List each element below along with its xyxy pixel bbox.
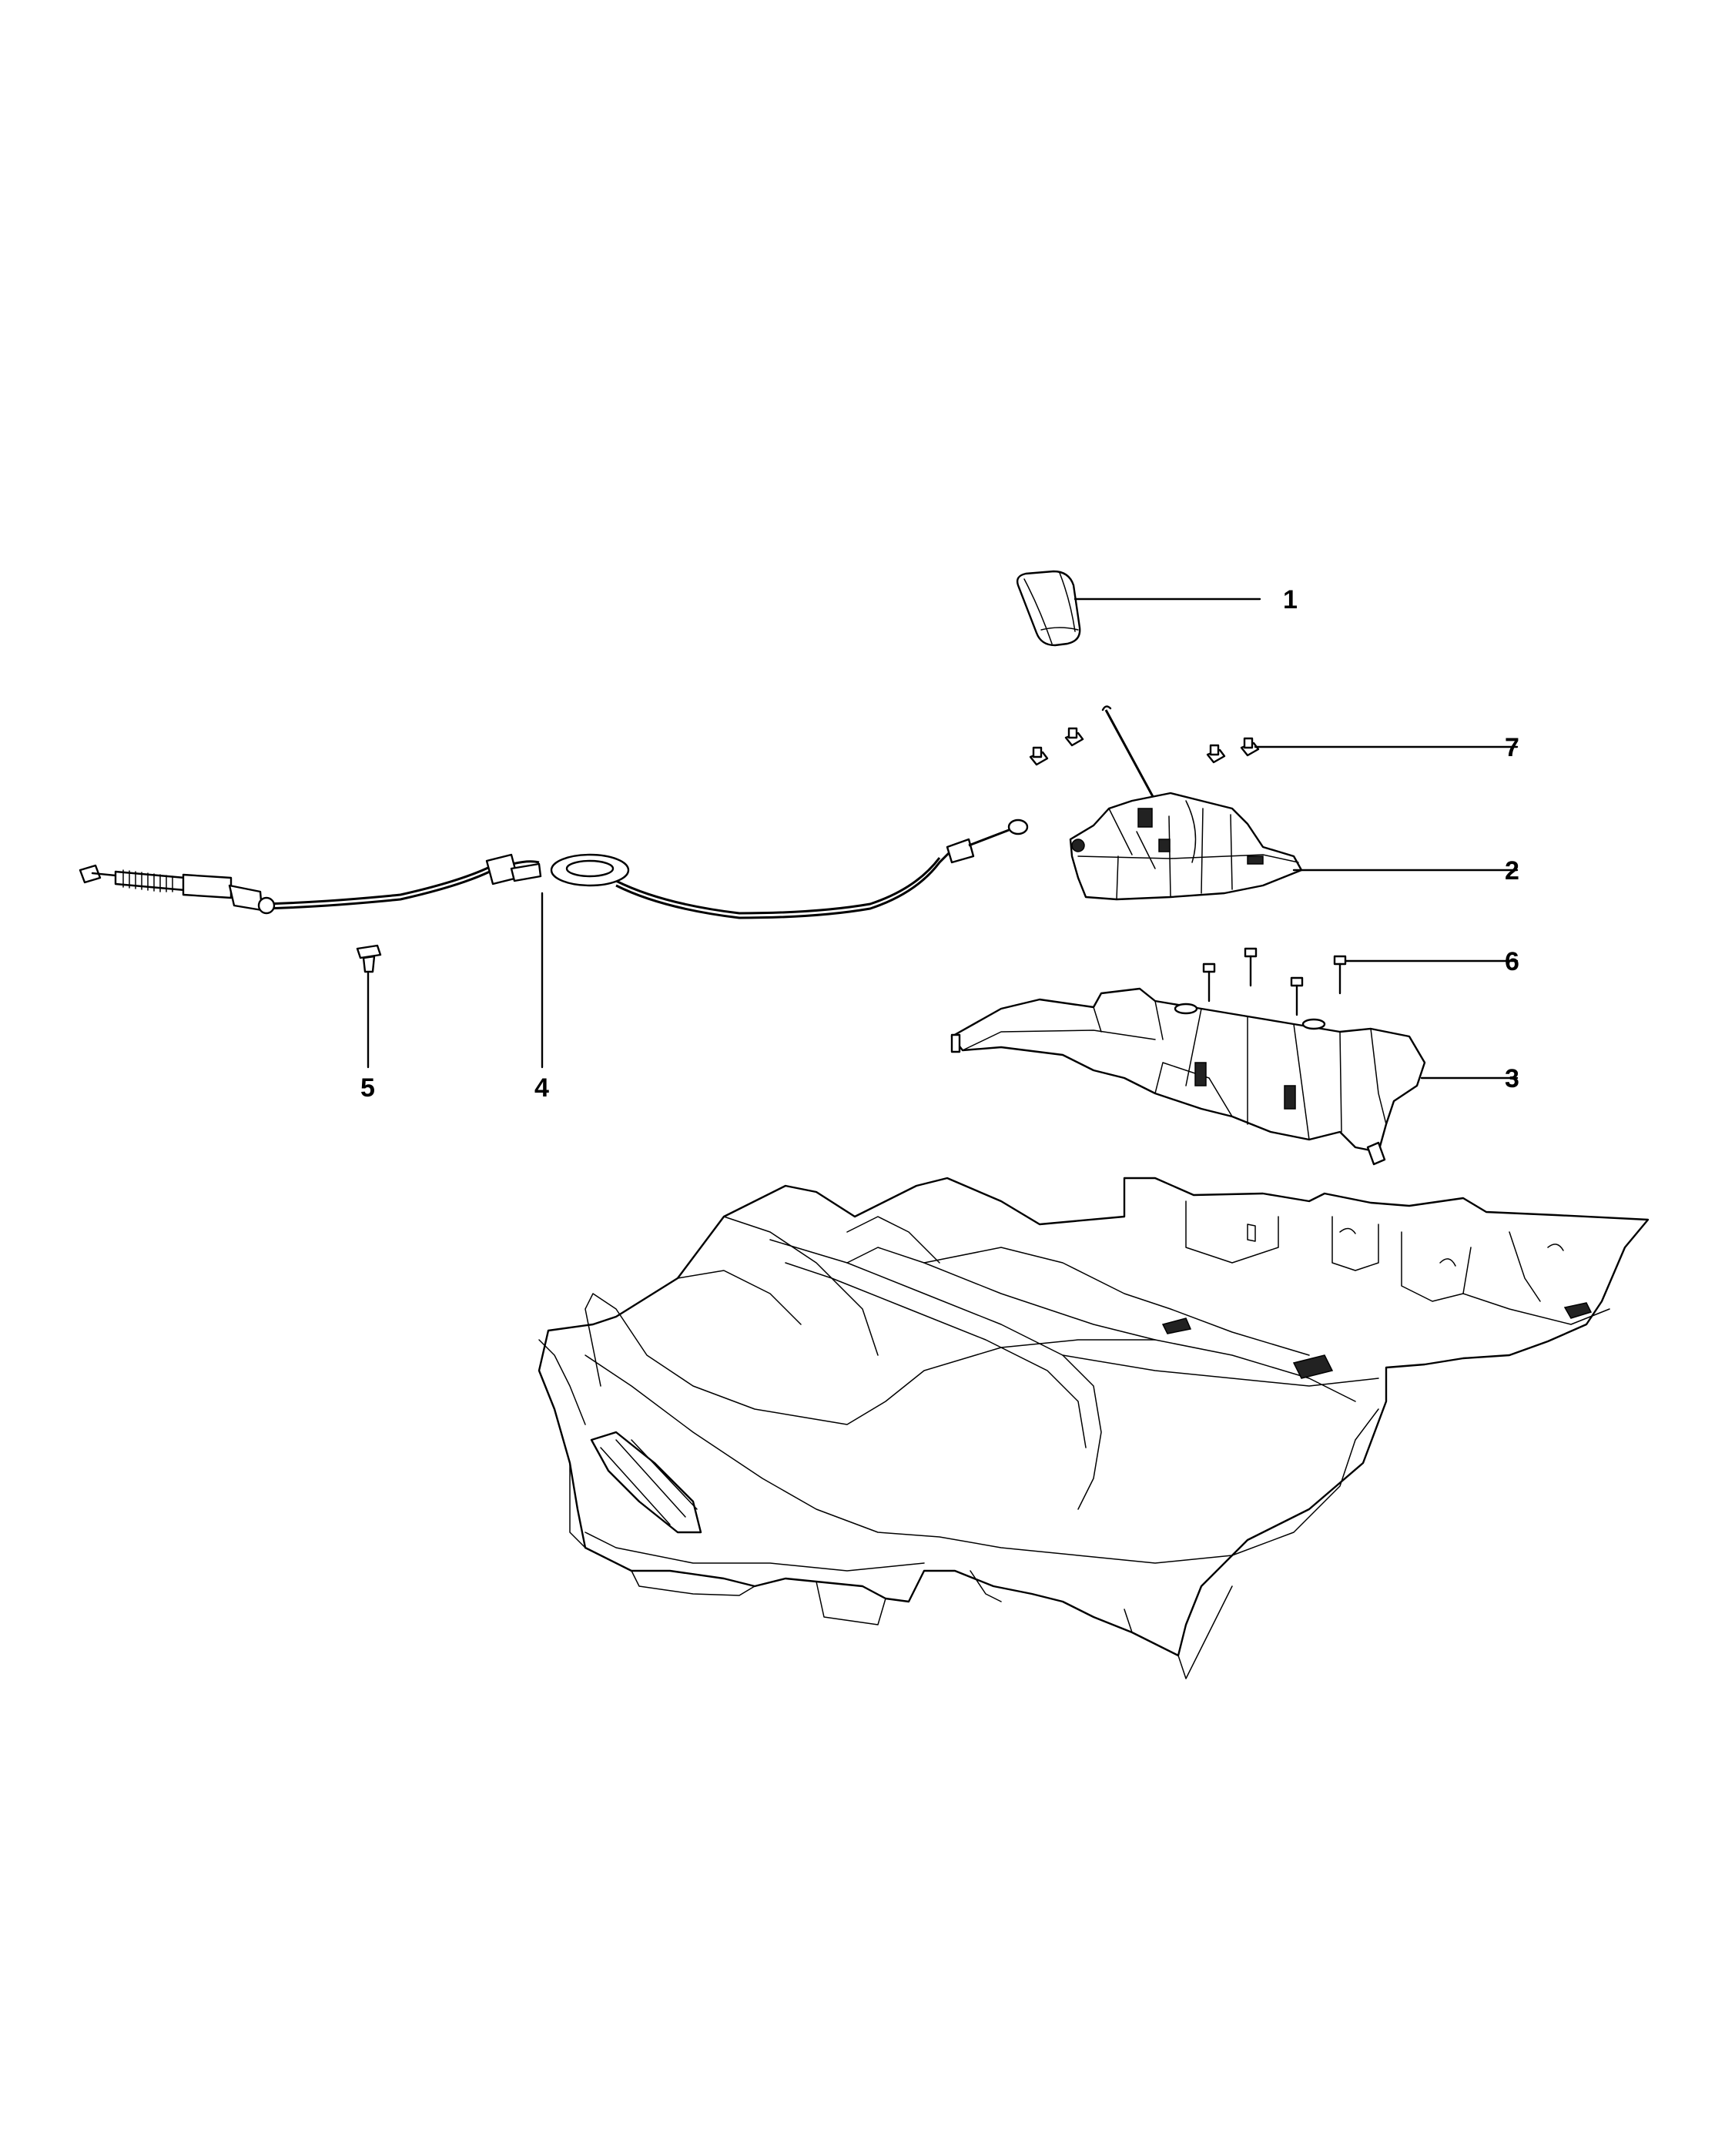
- callout-5: 5: [360, 1073, 375, 1103]
- bolts: [1202, 947, 1347, 1016]
- callout-6: 6: [1505, 947, 1519, 976]
- floor-pan: [538, 1177, 1650, 1679]
- shift-knob: [1016, 570, 1081, 647]
- nuts: [1029, 727, 1260, 766]
- callout-4: 4: [534, 1073, 549, 1103]
- callout-7: 7: [1505, 733, 1519, 762]
- push-pin-retainer: [356, 944, 382, 973]
- callout-3: 3: [1505, 1064, 1519, 1093]
- callout-1: 1: [1283, 585, 1298, 614]
- shifter-assembly: [1069, 705, 1303, 901]
- shift-cable: [79, 819, 1029, 919]
- callout-2: 2: [1505, 856, 1519, 886]
- shifter-bracket: [950, 987, 1426, 1166]
